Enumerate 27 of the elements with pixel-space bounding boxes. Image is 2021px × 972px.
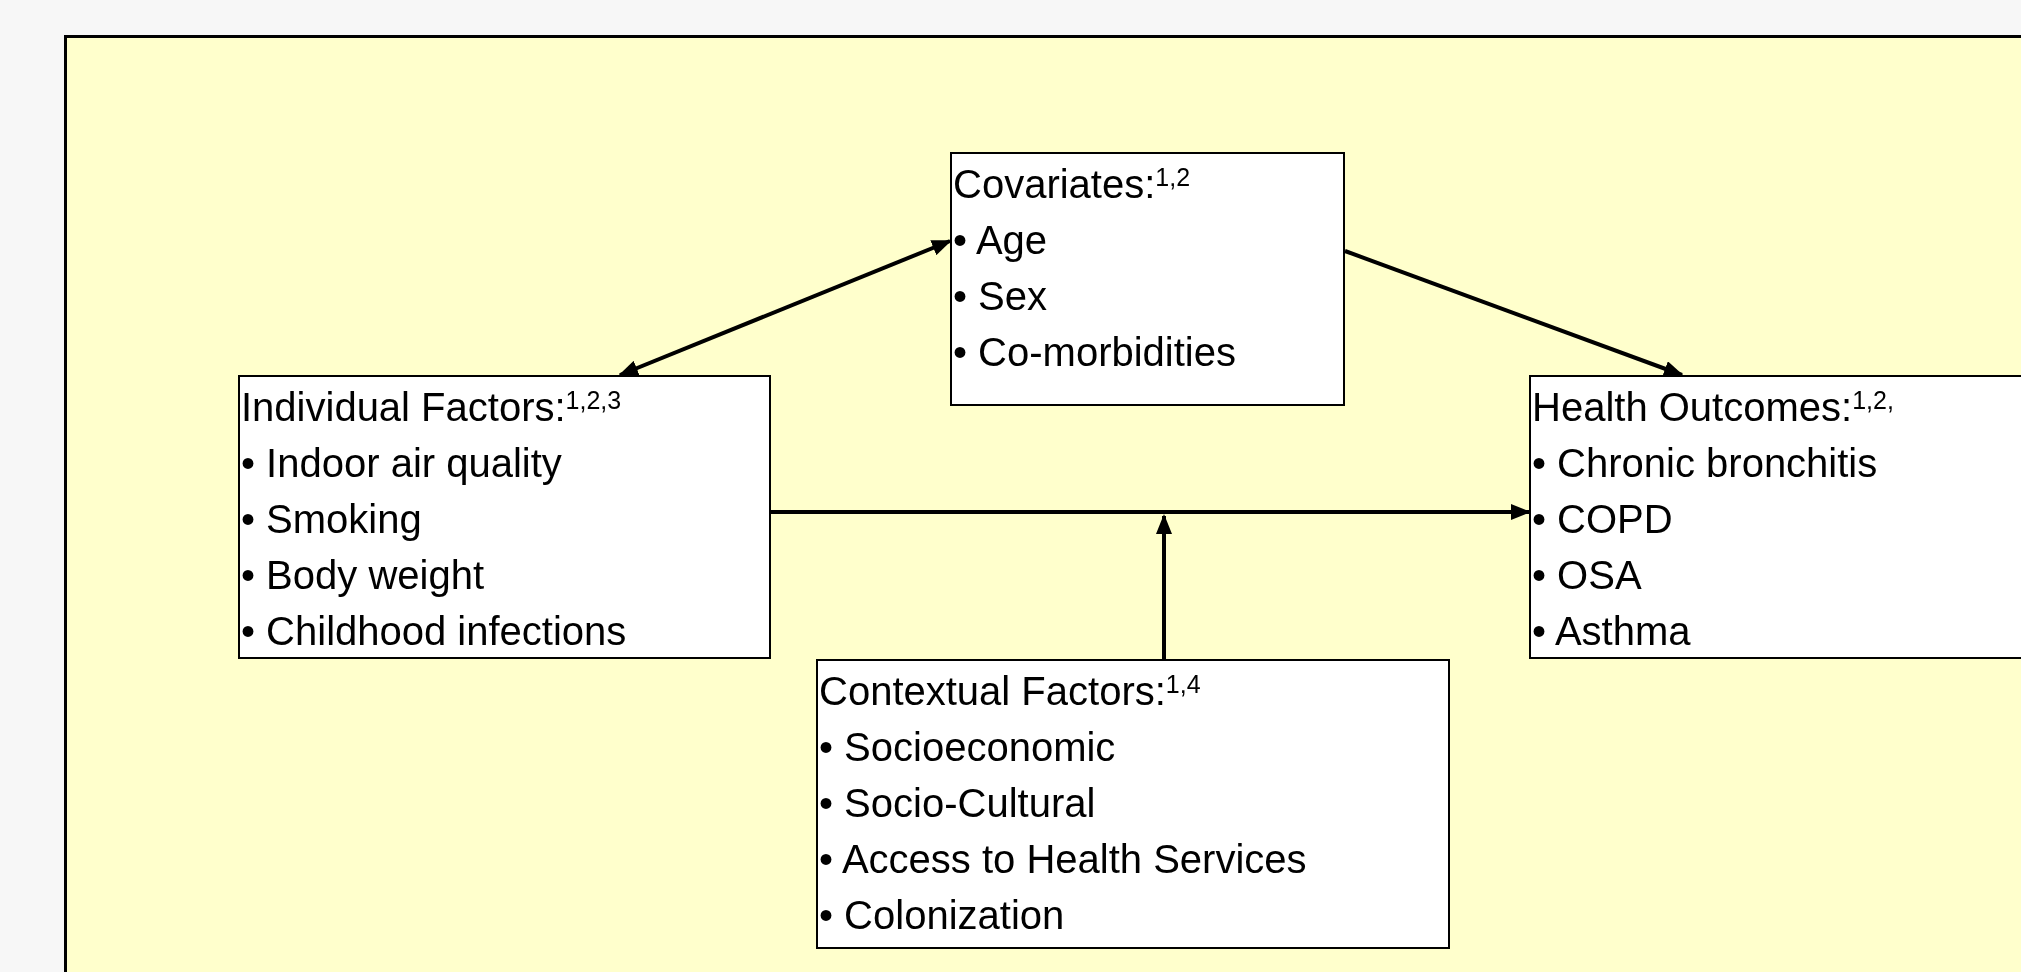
- bullet-item: • Access to Health Services: [819, 836, 1307, 883]
- arrow: [618, 239, 952, 377]
- bullet-item: • Asthma: [1532, 608, 1691, 655]
- bullet-item: • COPD: [1532, 496, 1673, 543]
- factor-box: [238, 375, 771, 659]
- arrow: [771, 504, 1531, 520]
- bullet-item: • Socio-Cultural: [819, 780, 1096, 827]
- bullet-item: • Colonization: [819, 892, 1065, 939]
- bullet-item: • Indoor air quality: [241, 440, 562, 487]
- bullet-item: • Chronic bronchitis: [1532, 440, 1878, 487]
- arrow: [1156, 514, 1172, 659]
- box-heading: Individual Factors:$^{1,2,3}$: [241, 384, 622, 431]
- bullet-item: • Body weight: [241, 552, 485, 599]
- factor-box: [816, 659, 1450, 949]
- bullet-item: • Childhood infections: [241, 608, 627, 655]
- arrow: [1344, 249, 1684, 377]
- box-heading: Contextual Factors:$^{1,4}$: [819, 668, 1201, 715]
- factor-box: [1529, 375, 2021, 659]
- bullet-item: • Socioeconomic: [819, 724, 1116, 771]
- bullet-item: • Co-morbidities: [953, 329, 1236, 376]
- box-heading: Covariates:$^{1,2}$: [953, 161, 1191, 208]
- bullet-item: • Smoking: [241, 496, 422, 543]
- bullet-item: • Age: [953, 217, 1048, 264]
- factor-box: [950, 152, 1345, 406]
- bullet-item: • Sex: [953, 273, 1048, 320]
- bullet-item: • OSA: [1532, 552, 1642, 599]
- box-heading: Health Outcomes:$^{1,2,}$: [1532, 384, 1894, 431]
